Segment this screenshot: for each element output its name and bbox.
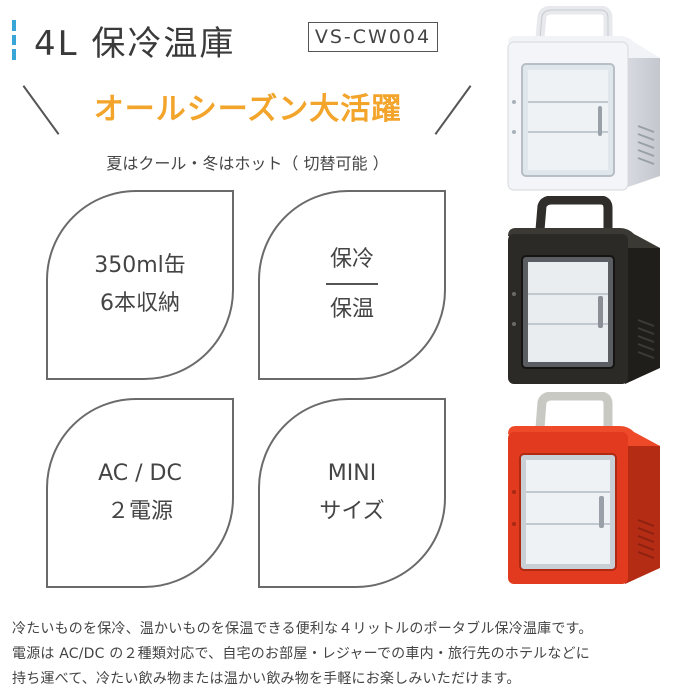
fridge-red-image (508, 392, 660, 584)
fridge-black-image (508, 196, 660, 384)
tagline-right-slash (434, 85, 472, 135)
model-number-badge: VS-CW004 (308, 22, 438, 52)
feature-box-power: AC / DC ２電源 (46, 398, 234, 588)
tagline: オールシーズン大活躍 (93, 92, 403, 127)
subtitle: 夏はクール・冬はホット（ 切替可能 ） (106, 154, 389, 173)
page-title: 4L 保冷温庫 (34, 24, 236, 64)
feature-line: MINI (327, 461, 377, 486)
fridge-white-image (507, 6, 660, 191)
feature-divider (326, 283, 378, 285)
feature-line: 保温 (329, 296, 374, 322)
feature-line: 350ml缶 (94, 253, 186, 278)
feature-line: AC / DC (98, 461, 182, 486)
feature-box-size: MINI サイズ (258, 398, 446, 588)
feature-box-capacity: 350ml缶 6本収納 (46, 190, 234, 380)
description-line: 持ち運べて、冷たい飲み物または温かい飲み物を手軽にお楽しみいただけます。 (12, 671, 521, 687)
feature-line: 6本収納 (100, 291, 180, 316)
feature-line: サイズ (319, 499, 385, 524)
feature-line: ２電源 (106, 499, 173, 524)
description-line: 冷たいものを保冷、温かいものを保温できる便利な４リットルのポータブル保冷温庫です… (12, 621, 593, 637)
description-line: 電源は AC/DC の２種類対応で、自宅のお部屋・レジャーでの車内・旅行先のホテ… (12, 646, 590, 662)
feature-line: 保冷 (329, 247, 374, 273)
feature-box-cool-warm: 保冷 保温 (258, 190, 446, 380)
header-accent-bar (12, 20, 16, 61)
tagline-left-slash (22, 85, 60, 135)
